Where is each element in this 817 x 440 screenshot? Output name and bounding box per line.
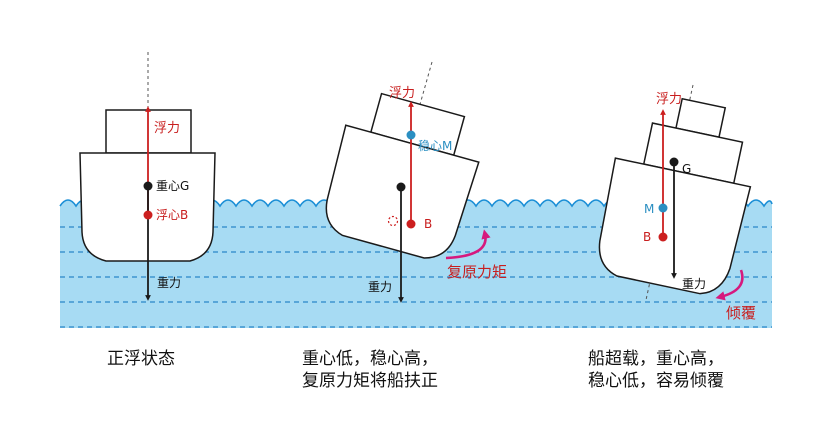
hull — [325, 124, 480, 259]
center-of-buoyancy-label: B — [643, 230, 651, 244]
caption-capsizing-line2: 稳心低，容易倾覆 — [588, 371, 724, 391]
center-of-gravity-dot — [143, 181, 153, 191]
caption-righting-line2: 复原力矩将船扶正 — [302, 371, 438, 391]
center-of-buoyancy-dot — [658, 232, 668, 242]
center-of-buoyancy-label: B — [424, 217, 432, 231]
ship-overloaded-capsizing: 浮力 G M B 重力 倾覆 — [598, 84, 756, 322]
metacenter-label: 稳心M — [418, 138, 452, 153]
original-buoyancy-position — [387, 215, 399, 227]
ship-upright: 浮力 重心G 浮心B 重力 — [79, 52, 216, 301]
righting-moment-arrow — [445, 229, 491, 260]
buoyancy-label: 浮力 — [389, 86, 415, 101]
caption-capsizing: 船超载，重心高， 稳心低，容易倾覆 — [588, 348, 724, 392]
hull — [598, 157, 752, 295]
caption-upright-text: 正浮状态 — [107, 349, 175, 369]
buoyancy-label: 浮力 — [154, 121, 180, 136]
caption-upright: 正浮状态 — [107, 348, 175, 370]
capsize-label: 倾覆 — [726, 304, 756, 322]
metacenter-label: M — [644, 202, 654, 216]
center-of-gravity-dot — [669, 157, 679, 167]
center-of-buoyancy-dot — [406, 219, 416, 229]
center-of-gravity-label: G — [682, 162, 691, 176]
caption-capsizing-line1: 船超载，重心高， — [588, 349, 724, 369]
center-of-gravity-dot — [396, 182, 406, 192]
righting-moment-label: 复原力矩 — [447, 263, 507, 281]
ship-heeled-righting: 浮力 稳心M B 重力 复原力矩 — [325, 61, 507, 303]
center-of-buoyancy-dot — [143, 210, 153, 220]
capsize-arrow — [715, 269, 744, 301]
caption-righting: 重心低，稳心高， 复原力矩将船扶正 — [302, 348, 438, 392]
heeled-ship-body — [325, 92, 480, 259]
gravity-label: 重力 — [157, 276, 181, 290]
water-surface — [60, 200, 772, 328]
gravity-label: 重力 — [682, 277, 706, 291]
buoyancy-label: 浮力 — [656, 92, 682, 107]
metacenter-dot — [658, 203, 668, 213]
caption-righting-line1: 重心低，稳心高， — [302, 349, 438, 369]
center-of-buoyancy-label: 浮心B — [156, 208, 188, 222]
gravity-label: 重力 — [368, 280, 392, 294]
heeled-ship-body — [598, 97, 752, 295]
center-of-gravity-label: 重心G — [156, 179, 189, 193]
metacenter-dot — [406, 130, 416, 140]
